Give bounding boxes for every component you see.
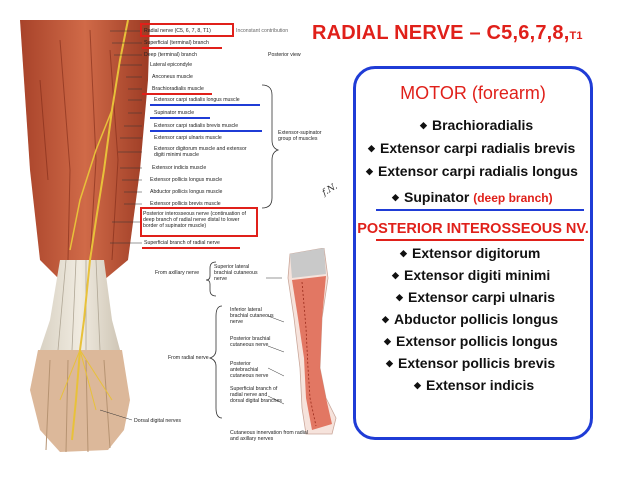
label-radial-nerve: Radial nerve (C5, 6, 7, 8, T1) <box>144 28 211 34</box>
label-superior-lateral: Superior lateral brachial cutaneous nerv… <box>214 264 258 282</box>
label-brachioradialis: Brachioradialis muscle <box>152 86 204 92</box>
label-inferior-lateral: Inferior lateral brachial cutaneous nerv… <box>230 307 274 325</box>
label-posterior-antebrachial: Posterior antebrachial cutaneous nerve <box>230 361 269 379</box>
label-ecu: Extensor carpi ulnaris muscle <box>154 135 222 141</box>
label-posterior-brachial: Posterior brachial cutaneous nerve <box>230 336 271 348</box>
pin-heading: POSTERIOR INTEROSSEOUS NV. <box>357 221 589 237</box>
label-epb: Extensor pollicis brevis muscle <box>150 201 221 207</box>
motor-item-supinator: ◆ Supinator (deep branch) <box>392 189 553 205</box>
motor-box: MOTOR (forearm) ◆Brachioradialis ◆Extens… <box>353 66 593 440</box>
label-from-axillary: From axillary nerve <box>155 270 200 276</box>
pin-item: ◆ Extensor indicis <box>414 377 534 393</box>
pin-item-label: Extensor pollicis brevis <box>398 355 556 371</box>
label-eip: Extensor indicis muscle <box>152 165 207 171</box>
label-anconeus: Anconeus muscle <box>152 74 193 80</box>
motor-item-label: Extensor carpi radialis brevis <box>380 140 576 156</box>
radial-skin-region <box>292 276 332 430</box>
label-inconstant: Inconstant contribution <box>236 28 289 34</box>
label-deep-branch: Deep (terminal) branch <box>144 52 198 58</box>
underline-ecrb <box>150 130 262 132</box>
underline-superficial-radial <box>142 247 240 249</box>
label-pin: Posterior interosseous nerve (continuati… <box>143 211 246 229</box>
pin-item-label: Extensor digitorum <box>412 245 541 261</box>
cutaneous-braces <box>205 261 285 419</box>
motor-item: ◆ Brachioradialis <box>420 117 533 133</box>
pin-underline <box>376 239 584 241</box>
bullet-icon: ◆ <box>384 336 391 346</box>
page-title: RADIAL NERVE – C5,6,7,8,T1 <box>312 22 583 45</box>
forearm-illustration <box>20 20 150 453</box>
supinator-underline <box>376 209 584 211</box>
bullet-icon: ◆ <box>382 314 389 324</box>
supinator-note: (deep branch) <box>473 191 553 205</box>
label-from-radial: From radial nerve <box>168 355 209 361</box>
motor-item: ◆ Extensor carpi radialis longus <box>366 163 578 179</box>
pin-item: ◆ Extensor digitorum <box>400 245 540 261</box>
supinator-label: Supinator <box>404 189 470 205</box>
bullet-icon: ◆ <box>368 143 375 153</box>
cutaneous-arm-illustration <box>287 248 337 435</box>
radial-nerve-path <box>71 20 129 441</box>
title-sub: T1 <box>569 30 583 42</box>
pin-item-label: Extensor carpi ulnaris <box>408 289 556 305</box>
motor-heading: MOTOR (forearm) <box>400 83 546 103</box>
label-edm: Extensor digitorum muscle and extensor d… <box>154 146 247 158</box>
label-group: Extensor-supinator group of muscles <box>278 130 322 142</box>
pin-item: ◆ Extensor digiti minimi <box>392 267 550 283</box>
pin-item: ◆ Extensor carpi ulnaris <box>396 289 555 305</box>
underline-superficial <box>142 47 222 49</box>
label-lateral-epicondyle: Lateral epicondyle <box>150 62 193 68</box>
label-dorsal-digital: Dorsal digital nerves <box>134 418 181 424</box>
leader-lines <box>99 30 280 421</box>
motor-item: ◆ Extensor carpi radialis brevis <box>368 140 575 156</box>
forearm-muscles <box>20 20 150 280</box>
label-ecrl: Extensor carpi radialis longus muscle <box>154 97 240 103</box>
title-main: RADIAL NERVE – C5,6,7,8, <box>312 22 570 44</box>
label-ecrb: Extensor carpi radialis brevis muscle <box>154 123 239 129</box>
label-superficial-branch: Superficial (terminal) branch <box>144 40 209 46</box>
bullet-icon: ◆ <box>414 380 421 390</box>
label-supinator: Supinator muscle <box>154 110 195 116</box>
bullet-icon: ◆ <box>396 292 403 302</box>
bullet-icon: ◆ <box>420 120 427 130</box>
label-apl: Abductor pollicis longus muscle <box>150 189 223 195</box>
pin-highlight <box>140 207 258 237</box>
bullet-icon: ◆ <box>386 358 393 368</box>
axillary-region <box>290 248 326 278</box>
bullet-icon: ◆ <box>392 270 399 280</box>
underline-ecrl <box>150 104 260 106</box>
pin-item-label: Extensor digiti minimi <box>404 267 551 283</box>
label-posterior-view: Posterior view <box>268 52 301 58</box>
pin-item-label: Abductor pollicis longus <box>394 311 559 327</box>
label-epl: Extensor pollicis longus muscle <box>150 177 223 183</box>
motor-item-label: Brachioradialis <box>432 117 534 133</box>
pin-item: ◆ Extensor pollicis longus <box>384 333 558 349</box>
underline-brachioradialis <box>142 93 212 95</box>
bullet-icon: ◆ <box>392 192 399 202</box>
pin-item-label: Extensor pollicis longus <box>396 333 558 349</box>
motor-item-label: Extensor carpi radialis longus <box>378 163 578 179</box>
pin-item-label: Extensor indicis <box>426 377 535 393</box>
pin-item: ◆ Abductor pollicis longus <box>382 311 558 327</box>
underline-supinator <box>150 117 210 119</box>
radial-nerve-highlight <box>140 23 234 37</box>
bullet-icon: ◆ <box>400 248 407 258</box>
label-cutaneous-innervation: Cutaneous innervation from radial and ax… <box>230 430 308 442</box>
label-superficial-dorsal: Superficial branch of radial nerve and d… <box>230 386 282 404</box>
label-superficial-radial: Superficial branch of radial nerve <box>144 240 220 246</box>
pin-item: ◆ Extensor pollicis brevis <box>386 355 555 371</box>
bullet-icon: ◆ <box>366 166 373 176</box>
